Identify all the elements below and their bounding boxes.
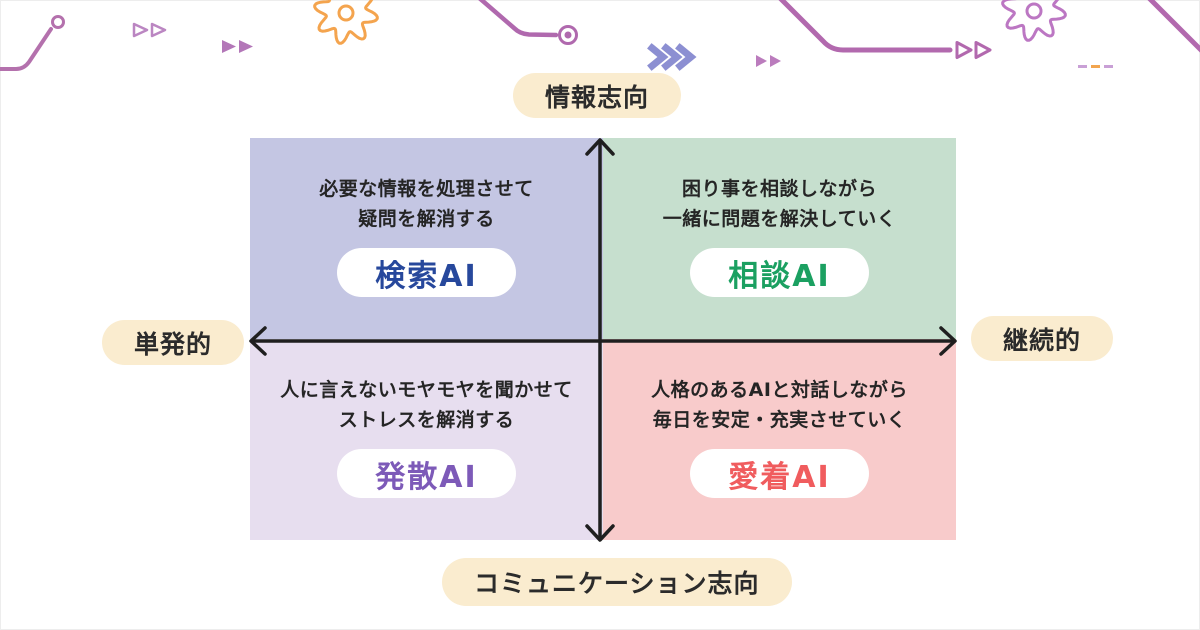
badge-attachment-ai: 愛着AI <box>690 449 869 498</box>
description-line: 困り事を相談しながら <box>681 178 877 200</box>
badge-consult-ai: 相談AI <box>690 248 869 297</box>
badge-search-ai: 検索AI <box>337 248 516 297</box>
axis-label-bottom: コミュニケーション志向 <box>442 558 792 606</box>
quadrant-description: 困り事を相談しながら 一緒に問題を解決していく <box>663 174 896 234</box>
outline-chevrons-icon <box>132 22 167 38</box>
gear-orange-icon <box>313 0 379 45</box>
badge-vent-ai: 発散AI <box>337 449 516 498</box>
description-line: 必要な情報を処理させて <box>319 178 534 200</box>
quadrant-attachment-ai: 人格のあるAIと対話しながら 毎日を安定・充実させていく 愛着AI <box>603 339 956 540</box>
gear-purple-icon <box>1001 0 1067 42</box>
circuit-line-right-icon <box>778 0 992 59</box>
description-line: 人に言えないモヤモヤを聞かせて <box>280 379 573 401</box>
description-line: 毎日を安定・充実させていく <box>652 409 907 431</box>
description-line: 疑問を解消する <box>358 208 495 230</box>
axis-label-right: 継続的 <box>971 316 1114 361</box>
description-line: 一緒に問題を解決していく <box>662 208 897 230</box>
axis-label-top: 情報志向 <box>513 73 682 118</box>
axis-label-left: 単発的 <box>102 320 245 365</box>
filled-chevrons-icon <box>222 40 253 53</box>
quadrant-search-ai: 必要な情報を処理させて 疑問を解消する 検索AI <box>250 138 603 339</box>
circuit-line-left-icon <box>0 15 65 71</box>
circuit-line-mid-icon <box>478 0 578 45</box>
quadrant-grid: 必要な情報を処理させて 疑問を解消する 検索AI 困り事を相談しながら 一緒に問… <box>250 138 956 540</box>
quadrant-description: 人格のあるAIと対話しながら 毎日を安定・充実させていく <box>651 375 908 435</box>
filled-chevrons-small-icon <box>756 55 781 67</box>
quadrant-consult-ai: 困り事を相談しながら 一緒に問題を解決していく 相談AI <box>603 138 956 339</box>
quadrant-description: 必要な情報を処理させて 疑問を解消する <box>319 174 534 234</box>
quadrant-vent-ai: 人に言えないモヤモヤを聞かせて ストレスを解消する 発散AI <box>250 339 603 540</box>
description-line: 人格のあるAIと対話しながら <box>651 379 908 401</box>
diagonal-line-icon <box>1147 0 1200 53</box>
description-line: ストレスを解消する <box>338 409 515 431</box>
quadrant-description: 人に言えないモヤモヤを聞かせて ストレスを解消する <box>280 375 573 435</box>
triple-chevron-icon <box>647 43 697 71</box>
